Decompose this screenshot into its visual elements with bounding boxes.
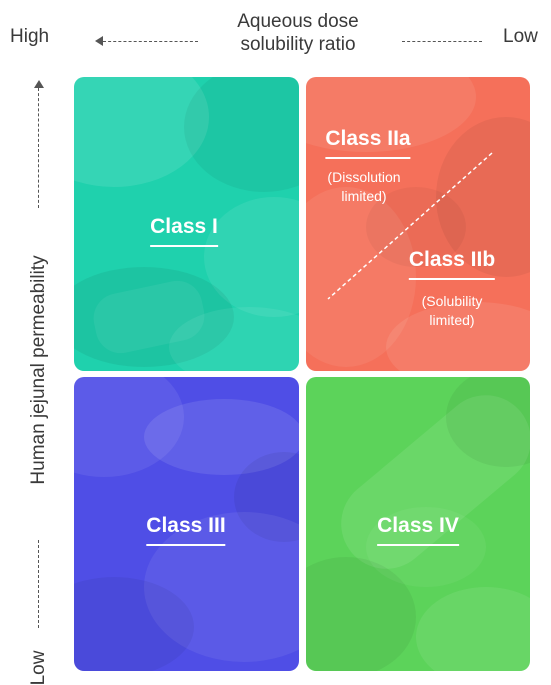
- class-iia-label: Class IIa: [325, 127, 411, 159]
- x-axis-high-label: High: [10, 26, 50, 47]
- class-iv-label: Class IV: [377, 514, 459, 546]
- class-i-quadrant: Class I: [74, 77, 299, 371]
- class-iia-sublabel-line1: (Dissolution: [327, 169, 401, 185]
- x-axis-title-line2: solubility ratio: [240, 34, 356, 55]
- class-iii-label: Class III: [146, 514, 226, 546]
- class-iib-sublabel-line2: limited): [429, 312, 475, 328]
- class-ii-pill-texture: [306, 77, 530, 371]
- x-axis-left-dashes: [103, 41, 198, 42]
- class-iv-pill-texture: [306, 377, 530, 671]
- y-axis-low-label: Low: [28, 650, 49, 685]
- class-ii-quadrant: Class IIa (Dissolution limited) Class II…: [306, 77, 530, 371]
- class-iib-sublabel-line1: (Solubility: [421, 293, 483, 309]
- class-iia-sublabel: (Dissolution limited): [327, 168, 400, 206]
- y-axis-up-arrow-icon: [34, 80, 44, 88]
- y-axis-title: Human jejunal permeability: [28, 255, 49, 485]
- class-ii-divider-line: [327, 152, 493, 300]
- x-axis-right-dashes: [402, 41, 482, 42]
- class-iii-pill-texture: [74, 377, 299, 671]
- class-iia-sublabel-line2: limited): [341, 188, 387, 204]
- class-iib-sublabel: (Solubility limited): [422, 292, 483, 330]
- x-axis-low-label: Low: [503, 26, 538, 47]
- x-axis-title: Aqueous dose solubility ratio: [212, 10, 384, 56]
- class-iib-label: Class IIb: [408, 248, 496, 280]
- class-i-label: Class I: [150, 215, 218, 247]
- class-iv-quadrant: Class IV: [306, 377, 530, 671]
- x-axis-title-line1: Aqueous dose: [237, 11, 359, 32]
- y-axis-bottom-dashes: [38, 540, 39, 628]
- y-axis-top-dashes: [38, 88, 39, 208]
- class-i-pill-texture: [74, 77, 299, 371]
- x-axis-left-arrow-icon: [95, 36, 103, 46]
- class-iii-quadrant: Class III: [74, 377, 299, 671]
